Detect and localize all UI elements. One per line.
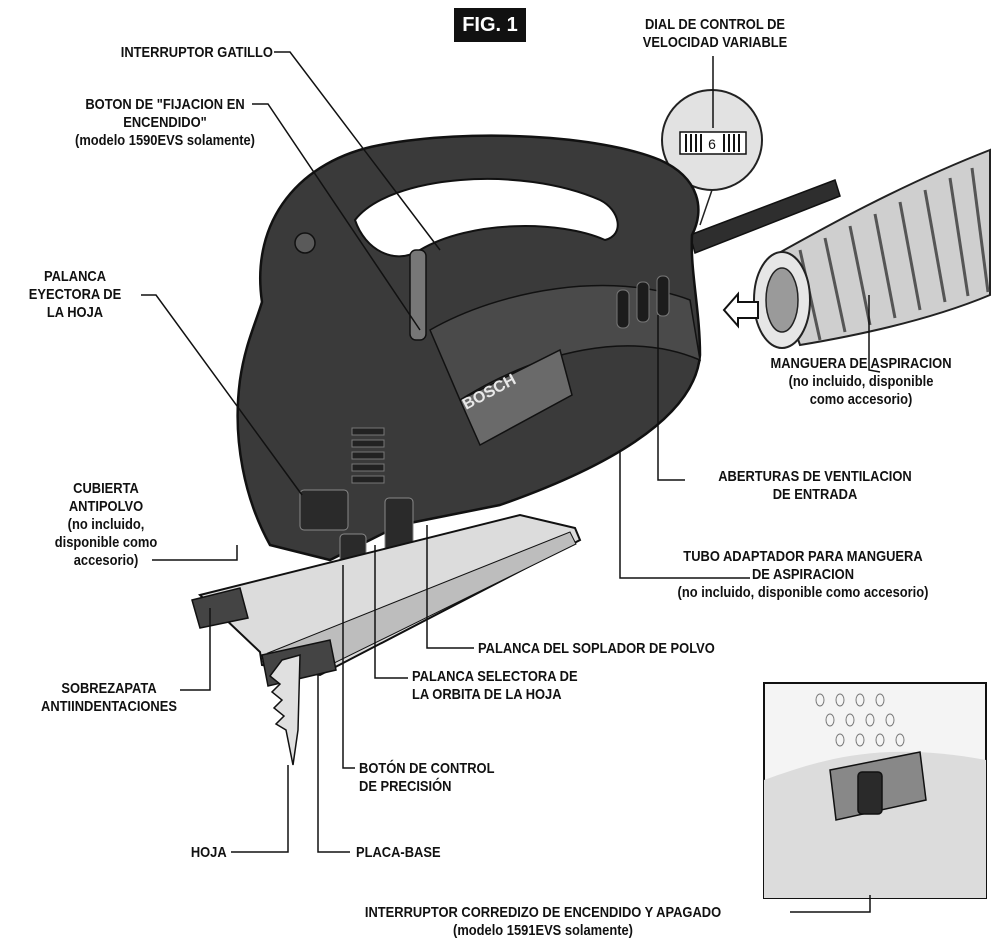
- slide-switch-inset: [763, 682, 987, 899]
- vacuum-hose: [722, 148, 991, 349]
- label-trigger-switch: INTERRUPTOR GATILLO: [120, 44, 273, 61]
- dial-number: 6: [708, 136, 716, 152]
- power-cord: [689, 179, 841, 255]
- label-blade: HOJA: [191, 844, 227, 861]
- leader-lines: [141, 51, 881, 913]
- label-dust-blower: PALANCA DEL SOPLADOR DE POLVO: [478, 640, 715, 657]
- figure-label: FIG. 1: [454, 8, 526, 42]
- label-slide-switch: INTERRUPTOR CORREDIZO DE ENCENDIDO Y APA…: [364, 904, 722, 939]
- jigsaw-body: BOSCH: [236, 134, 702, 573]
- saw-blade: [268, 654, 301, 766]
- speed-dial-callout: 6: [661, 89, 763, 226]
- label-base-plate: PLACA-BASE: [356, 844, 441, 861]
- label-vacuum-hose: MANGUERA DE ASPIRACION(no incluido, disp…: [770, 355, 952, 408]
